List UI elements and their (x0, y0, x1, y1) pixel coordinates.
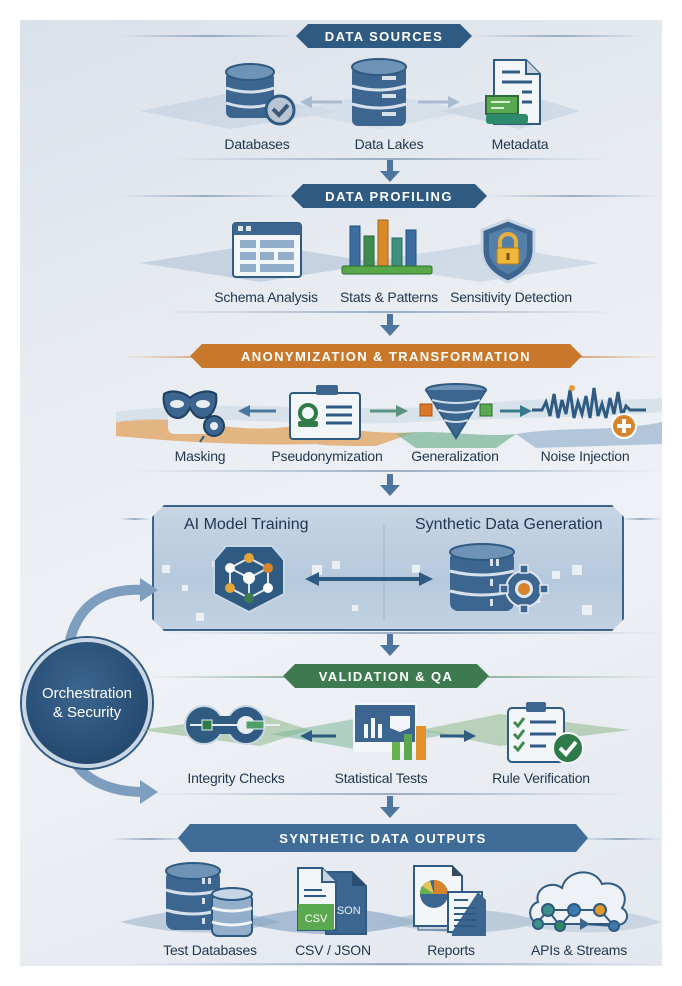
profiling-label-schema-analysis: Schema Analysis (214, 289, 318, 305)
bar-chart-icon (341, 219, 433, 275)
divider (470, 35, 645, 37)
model-training-title: AI Model Training (184, 516, 309, 533)
anonymization-label-noise-injection: Noise Injection (540, 448, 630, 464)
database-check-icon (225, 63, 296, 126)
cloud-api-icon (529, 871, 629, 932)
arrow-right-icon (370, 405, 408, 417)
csv-tag: CSV (305, 913, 328, 925)
divider (620, 518, 662, 520)
divider (160, 311, 620, 313)
security-label: & Security (52, 704, 122, 721)
pipeline-diagram (20, 20, 662, 966)
clipboard-check-icon (507, 702, 584, 764)
output-label-apis-streams: APIs & Streams (530, 942, 628, 958)
data-lake-server-icon (351, 58, 407, 126)
arrow-left-icon (300, 96, 342, 108)
reports-icon (413, 865, 486, 936)
stage-banner-outputs: SYNTHETIC DATA OUTPUTS (178, 824, 588, 852)
metadata-document-icon (485, 59, 541, 125)
output-label-reports: Reports (427, 942, 475, 958)
validation-label-integrity-checks: Integrity Checks (187, 770, 285, 786)
validation-label-rule-verification: Rule Verification (492, 770, 590, 786)
arrow-right-icon (418, 96, 460, 108)
divider (120, 963, 662, 965)
arrow-left-icon (238, 405, 276, 417)
profiling-label-stats-patterns: Stats & Patterns (340, 289, 438, 305)
flow-arrow-down-icon (380, 474, 400, 496)
synthetic-generation-title: Synthetic Data Generation (415, 516, 603, 533)
flow-arrow-down-icon (380, 796, 400, 818)
stage-banner-data-sources: DATA SOURCES (296, 24, 472, 48)
output-label-test-databases: Test Databases (163, 942, 257, 958)
flow-arrow-down-icon (380, 634, 400, 656)
anonymization-label-masking: Masking (174, 448, 226, 464)
divider (110, 838, 190, 840)
flow-arrow-down-icon (380, 160, 400, 182)
shield-lock-icon (480, 218, 536, 284)
orchestration-security-hub[interactable]: Orchestration & Security (22, 638, 152, 768)
arrow-left-icon (300, 730, 336, 742)
id-card-icon (289, 385, 361, 440)
arrow-right-icon (440, 730, 476, 742)
stage-banner-validation: VALIDATION & QA (283, 664, 489, 688)
bidirectional-arrow-icon (305, 572, 433, 586)
orchestration-label: Orchestration (41, 685, 133, 702)
schema-table-icon (232, 222, 302, 278)
flow-arrow-down-icon (380, 314, 400, 336)
statistics-dashboard-icon (353, 703, 426, 760)
output-label-csv-json: CSV / JSON (295, 942, 371, 958)
divider (130, 470, 662, 472)
divider (120, 356, 210, 358)
divider (580, 356, 662, 358)
arrow-right-icon (500, 405, 532, 417)
funnel-icon (419, 383, 493, 440)
divider (150, 793, 630, 795)
stage-banner-data-profiling: DATA PROFILING (291, 184, 487, 208)
mask-icon (162, 390, 225, 443)
database-gear-icon (449, 543, 549, 614)
divider (170, 158, 610, 160)
source-label-databases: Databases (224, 136, 290, 152)
divider (488, 676, 662, 678)
json-tag: JSON (331, 905, 360, 917)
integrity-link-icon (184, 705, 280, 745)
divider (578, 838, 662, 840)
divider (150, 676, 290, 678)
csv-json-files-icon: JSON CSV (297, 867, 367, 935)
anonymization-label-generalization: Generalization (411, 448, 499, 464)
source-label-metadata: Metadata (491, 136, 549, 152)
divider (120, 195, 290, 197)
divider (120, 35, 295, 37)
validation-label-statistical-tests: Statistical Tests (334, 770, 428, 786)
neural-network-icon (213, 545, 285, 614)
anonymization-label-pseudonymization: Pseudonymization (271, 448, 383, 464)
source-label-data-lakes: Data Lakes (354, 136, 424, 152)
divider (488, 195, 658, 197)
divider (120, 518, 150, 520)
stage-banner-anonymization: ANONYMIZATION & TRANSFORMATION (190, 344, 582, 368)
divider (160, 632, 662, 634)
noise-waveform-icon (532, 385, 646, 439)
test-databases-icon (165, 862, 253, 937)
profiling-label-sensitivity-detection: Sensitivity Detection (450, 289, 572, 305)
